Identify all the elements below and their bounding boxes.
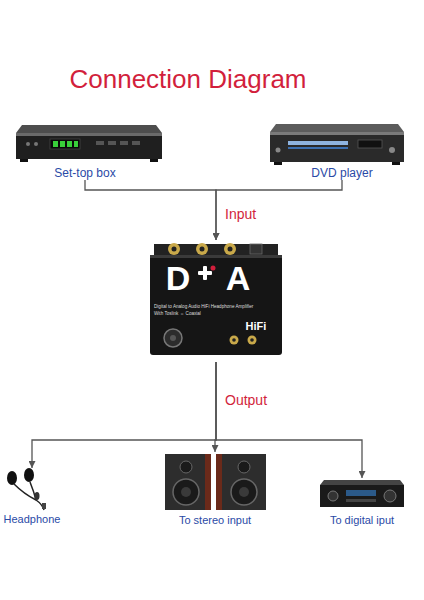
node-label: To stereo input <box>150 514 280 526</box>
set-top-box-illustration-part <box>26 142 30 146</box>
dac-amplifier-illustration-part <box>168 243 180 255</box>
set-top-box-illustration-part-part <box>67 141 72 147</box>
diagram-title: Connection Diagram <box>0 64 376 95</box>
dac-amplifier-illustration-part <box>230 336 239 345</box>
dvd-player-illustration-part <box>288 141 348 145</box>
headphone-illustration-part <box>24 468 34 482</box>
set-top-box-illustration <box>16 125 162 162</box>
dac-amplifier-illustration-part <box>248 336 257 345</box>
speakers-illustration-part <box>180 461 192 473</box>
headphone-illustration-part <box>14 484 44 510</box>
set-top-box-illustration-part <box>53 141 78 147</box>
dvd-player-illustration-part <box>389 147 395 153</box>
speakers-illustration <box>165 454 266 510</box>
dvd-player-illustration-part <box>288 147 348 149</box>
dvd-player-illustration-part <box>392 162 400 165</box>
dvd-player-illustration <box>270 124 404 165</box>
connector-label: Output <box>225 392 267 408</box>
connector-group <box>32 180 362 478</box>
dac-amplifier-illustration-part <box>150 255 282 355</box>
connector-label: Input <box>225 206 256 222</box>
set-top-box-illustration-part-part <box>53 141 58 147</box>
set-top-box-illustration-part <box>16 133 162 136</box>
dac-amplifier-illustration-part <box>172 247 177 252</box>
receiver-illustration-part <box>320 480 404 485</box>
node-label: Set-top box <box>10 167 160 180</box>
speakers-illustration-part <box>181 487 191 497</box>
speakers-illustration-part <box>238 461 250 473</box>
set-top-box-illustration-part <box>16 133 162 159</box>
dac-amplifier: DA Digital to Analog Audio HiFi Headphone… <box>148 240 284 362</box>
dac-amplifier-illustration-part <box>203 266 207 280</box>
dvd-player-illustration-part <box>274 162 282 165</box>
set-top-box-illustration-part <box>34 142 38 146</box>
logo-letter: D <box>158 260 198 297</box>
speakers-illustration-part <box>231 479 257 505</box>
dac-amplifier-illustration <box>150 243 282 355</box>
node-label: To digital iput <box>300 514 424 526</box>
source-device: DVD player <box>272 120 412 180</box>
set-top-box-illustration-part <box>132 141 140 145</box>
dvd-player-illustration-part <box>276 148 281 153</box>
receiver-illustration-part <box>328 491 338 501</box>
dac-amplifier-illustration-part <box>170 335 176 341</box>
speakers-illustration-part <box>173 479 199 505</box>
source-device: Set-top box <box>10 120 160 180</box>
dac-amplifier-illustration-part <box>211 266 216 271</box>
dvd-player-illustration-part <box>358 140 382 148</box>
connector-line <box>216 362 362 478</box>
headphone-illustration-part <box>42 503 46 509</box>
dac-amplifier-illustration-part <box>224 243 236 255</box>
receiver-illustration-part <box>346 499 376 502</box>
set-top-box-illustration-part-part <box>60 141 65 147</box>
dac-amplifier-illustration-part <box>150 255 282 258</box>
headphone-illustration-part <box>35 492 40 500</box>
receiver-illustration-part <box>320 485 404 507</box>
receiver-illustration-part <box>346 490 376 496</box>
dac-amplifier-illustration-part <box>164 329 182 347</box>
connector-line <box>85 180 216 240</box>
product-caption: With Toslink ⇔ Coaxial <box>154 311 280 316</box>
headphone-illustration <box>7 468 46 510</box>
headphone-illustration-part <box>7 471 17 485</box>
dac-amplifier-illustration-part <box>200 247 205 252</box>
set-top-box-illustration-part <box>96 141 104 145</box>
node-label: DVD player <box>272 167 412 180</box>
set-top-box-illustration-part <box>120 141 128 145</box>
dac-amplifier-illustration-part <box>250 244 262 254</box>
set-top-box-illustration-part <box>16 125 162 133</box>
dac-amplifier-illustration-part <box>232 338 236 342</box>
connector-line <box>215 362 216 452</box>
set-top-box-illustration-part <box>20 159 28 162</box>
speakers-illustration-part <box>239 487 249 497</box>
set-top-box-illustration-part-part <box>74 141 78 147</box>
dvd-player-illustration-part <box>270 132 404 135</box>
product-badge: HiFi <box>234 320 278 332</box>
output-device: Headphone <box>0 468 64 525</box>
receiver-illustration-part <box>384 490 396 502</box>
logo-letter: A <box>218 260 258 297</box>
speakers-illustration-part <box>222 454 266 510</box>
dac-amplifier-illustration-part <box>154 244 278 256</box>
dvd-player-illustration-part <box>270 132 404 162</box>
dac-amplifier-illustration-part <box>196 243 208 255</box>
connector-line <box>32 362 216 468</box>
dvd-player-illustration-part <box>270 124 404 132</box>
set-top-box-illustration-part <box>108 141 116 145</box>
speakers-illustration-part <box>205 454 211 510</box>
set-top-box-illustration-part <box>150 159 158 162</box>
dac-amplifier-illustration-part <box>250 338 254 342</box>
dac-amplifier-illustration-part <box>228 247 233 252</box>
connector-line <box>216 180 342 240</box>
output-device: To stereo input <box>150 452 280 526</box>
output-device: To digital iput <box>300 478 424 526</box>
receiver-illustration <box>320 480 404 507</box>
speakers-illustration-part <box>165 454 209 510</box>
set-top-box-illustration-part <box>50 139 80 149</box>
node-label: Headphone <box>0 513 64 525</box>
speakers-illustration-part <box>216 454 222 510</box>
product-caption: Digital to Analog Audio HiFi Headphone A… <box>154 304 280 309</box>
